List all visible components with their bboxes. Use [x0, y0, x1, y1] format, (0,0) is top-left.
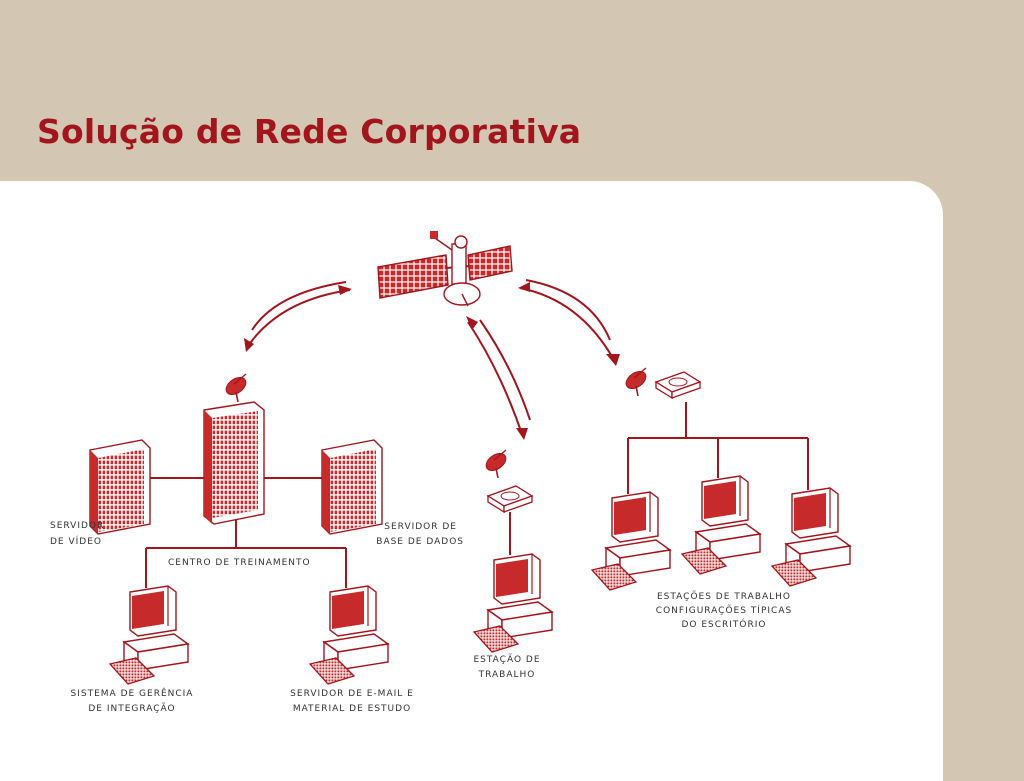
office-workstation-icon-3	[771, 487, 851, 587]
email-server-label-line2: MATERIAL DE ESTUDO	[293, 704, 411, 714]
database-server-icon	[321, 439, 383, 535]
uplink-arrows	[244, 279, 620, 440]
diagram-panel	[0, 181, 943, 781]
workstation-icon	[473, 553, 553, 653]
integration-system-label-line2: DE INTEGRAÇÃO	[88, 703, 175, 714]
workstation-label-line2: TRABALHO	[478, 670, 536, 680]
office-workstation-icon-1	[591, 491, 671, 591]
database-server-label-line2: BASE DE DADOS	[376, 537, 464, 547]
database-server-label-line1: SERVIDOR DE	[384, 522, 457, 532]
network-links	[145, 402, 809, 588]
video-server-label-line2: DE VÍDEO	[50, 535, 102, 547]
slide-title: Solução de Rede Corporativa	[37, 112, 582, 151]
office-workstations-label-line2: CONFIGURAÇÕES TÍPICAS	[656, 604, 792, 616]
email-server-workstation-icon	[309, 585, 389, 685]
training-center-dish-icon	[222, 373, 250, 403]
training-center-label: CENTRO DE TREINAMENTO	[168, 558, 311, 568]
training-center-icon	[203, 401, 265, 525]
video-server-icon	[89, 439, 151, 535]
integration-system-workstation-icon	[109, 585, 189, 685]
office-workstations-label-line1: ESTAÇÕES DE TRABALHO	[657, 590, 791, 602]
office-dish-icon	[622, 367, 650, 397]
office-workstation-icon-2	[681, 475, 761, 575]
workstation-modem-icon	[487, 485, 533, 513]
integration-system-label-line1: SISTEMA DE GERÊNCIA	[71, 687, 194, 699]
office-modem-icon	[655, 371, 701, 399]
workstation-dish-icon	[482, 449, 510, 479]
workstation-label-line1: ESTAÇÃO DE	[473, 654, 540, 665]
email-server-label-line1: SERVIDOR DE E-MAIL E	[290, 689, 414, 699]
video-server-label-line1: SERVIDOR	[50, 521, 104, 531]
satellite-icon	[377, 231, 513, 307]
office-workstations-label-line3: DO ESCRITÓRIO	[681, 618, 766, 630]
